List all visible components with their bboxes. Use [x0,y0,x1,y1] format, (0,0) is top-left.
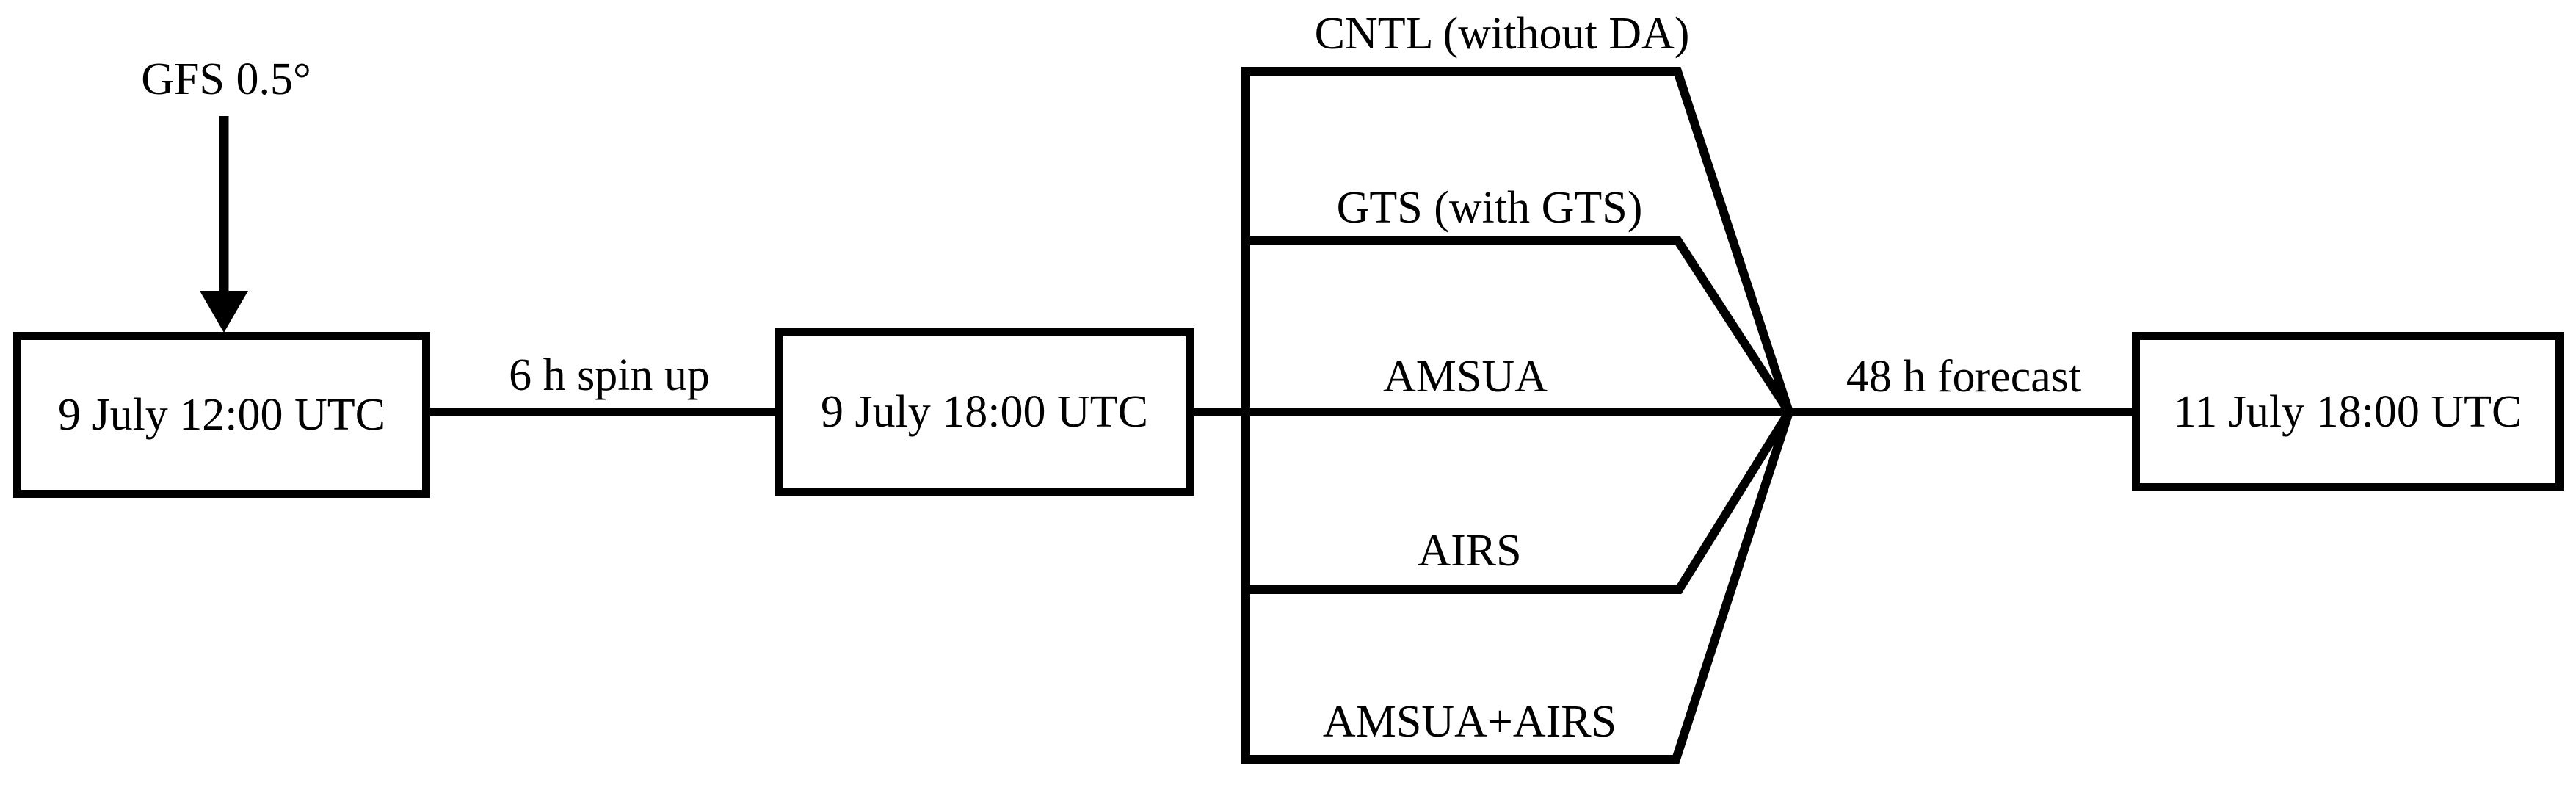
time-box-end: 11 July 18:00 UTC [2132,332,2564,491]
time-box-analysis-label: 9 July 18:00 UTC [820,387,1149,437]
amsua-airs-branch-line [1246,410,1793,764]
branch-label-amsua-airs: AMSUA+AIRS [1322,697,1617,747]
time-box-analysis: 9 July 18:00 UTC [775,328,1194,496]
branch-label-gts: GTS (with GTS) [1336,183,1643,233]
time-box-end-label: 11 July 18:00 UTC [2173,386,2522,437]
down-arrow-icon [200,291,248,333]
gfs-source-label: GFS 0.5° [141,54,311,104]
branch-label-airs: AIRS [1418,526,1522,576]
airs-branch-line [1246,409,1793,594]
time-box-start: 9 July 12:00 UTC [13,332,430,498]
branch-label-amsua: AMSUA [1383,352,1548,402]
time-box-start-label: 9 July 12:00 UTC [57,390,386,440]
spin-up-edge-label: 6 h spin up [509,350,710,400]
branch-label-cntl: CNTL (without DA) [1314,9,1690,59]
cntl-branch-line [1246,67,1793,413]
gts-branch-line [1246,236,1793,415]
forecast-edge-label: 48 h forecast [1846,352,2082,402]
